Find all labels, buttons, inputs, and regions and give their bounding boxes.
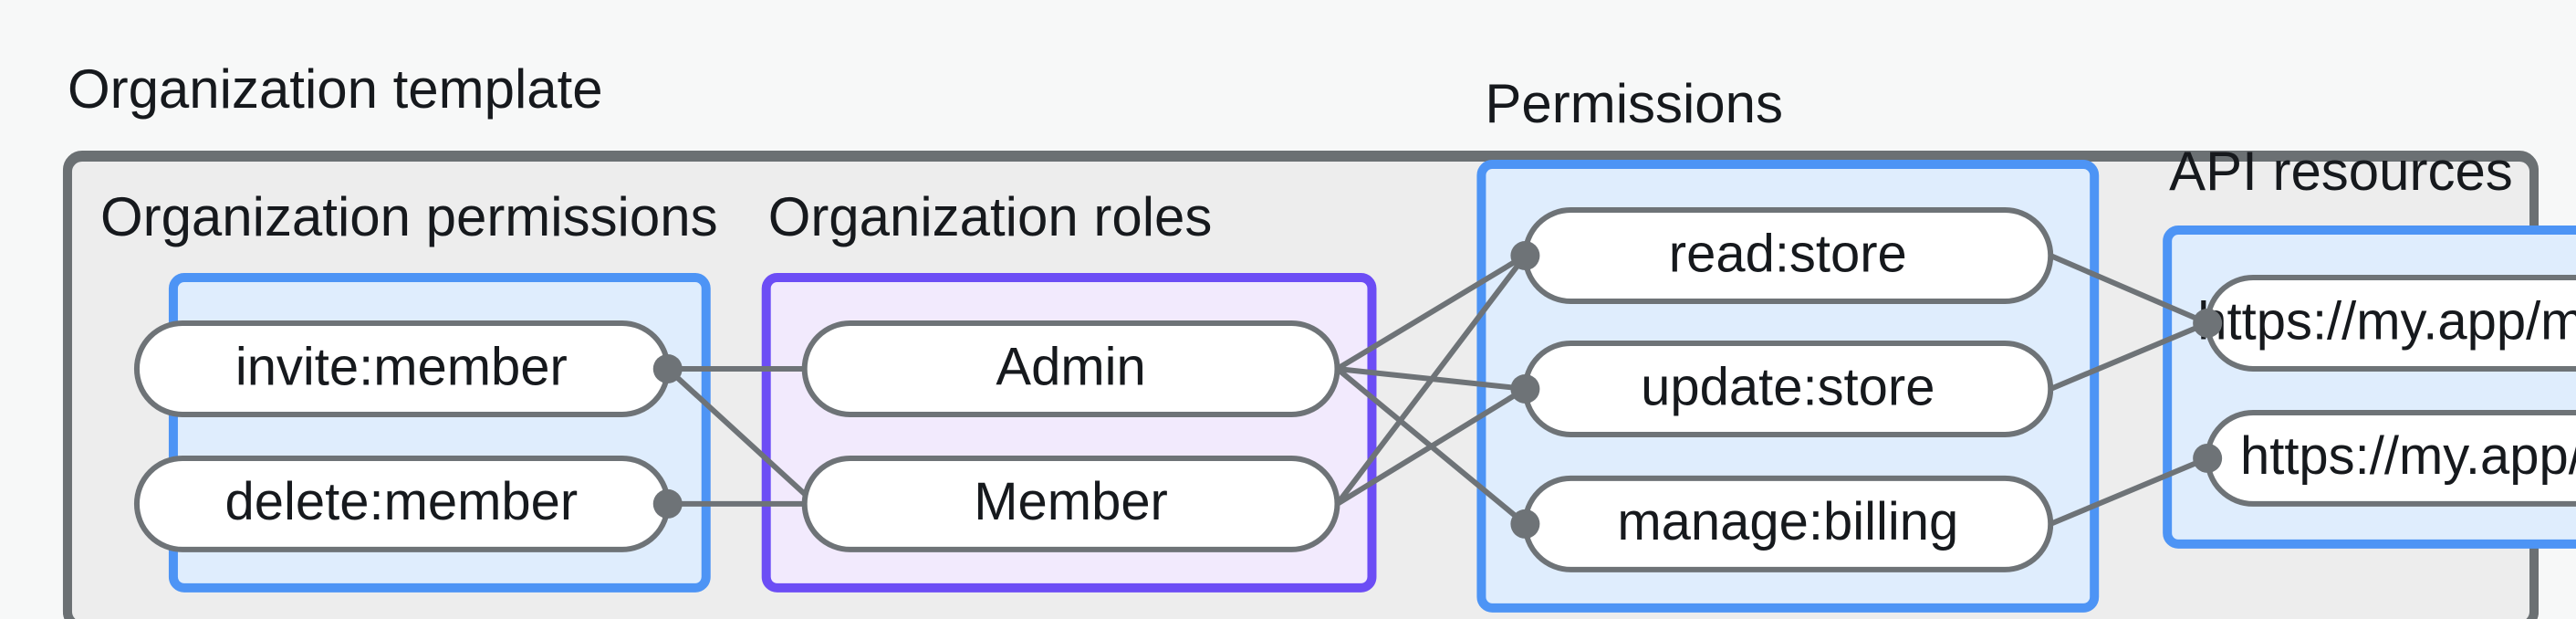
node-admin-shape[interactable] [801,320,1340,417]
node-delete-member-label: delete:member [225,473,579,531]
edge-layer [665,253,2209,527]
node-read-store[interactable]: read:store [1522,207,2054,305]
node-members-url[interactable]: https://my.app/members [2197,275,2576,372]
node-manage-billing[interactable]: manage:billing [1522,475,2054,572]
port-delete-member-out [652,488,683,519]
node-update-store[interactable]: update:store [1522,340,2054,437]
edge-member-to-read-store [1335,254,1528,506]
node-update-store-label: update:store [1641,358,1935,416]
port-billing-url-in [2193,443,2223,473]
subsection-title-organization-permissions: Organization permissions [100,186,718,247]
section-title-permissions: Permissions [1485,73,1783,134]
port-read-store-in [1510,241,1540,271]
node-members-url-label: https://my.app/members [2197,292,2576,351]
node-billing-url[interactable]: https://my.app/billing [2205,409,2576,507]
port-manage-billing-in [1510,509,1540,539]
edge-update-store-to-members-url [2049,320,2209,392]
node-member-label: Member [974,473,1168,531]
edge-manage-billing-to-billing-url [2049,456,2209,527]
port-update-store-in [1510,373,1540,404]
node-member[interactable]: Member [801,455,1340,552]
edge-admin-to-read-store [1335,253,1527,372]
node-admin-label: Admin [996,338,1145,396]
node-billing-url-label: https://my.app/billing [2240,427,2576,486]
node-invite-member-label: invite:member [235,338,568,396]
node-delete-member[interactable]: delete:member [133,455,671,552]
port-invite-member-out [652,353,683,383]
section-title-api-resources: API resources [2169,141,2513,202]
port-layer [652,241,2223,539]
node-invite-member[interactable]: invite:member [133,320,671,417]
edge-read-store-to-members-url [2049,253,2209,326]
subsection-title-organization-roles: Organization roles [768,186,1213,247]
edge-invite-member-to-member [665,366,818,507]
node-admin[interactable]: Admin [801,320,1340,417]
port-members-url-in [2193,309,2223,338]
edge-member-to-update-store [1335,386,1527,507]
page-title-organization-template: Organization template [68,58,603,120]
node-manage-billing-label: manage:billing [1617,493,1958,551]
node-read-store-label: read:store [1669,225,1907,283]
node-member-shape[interactable] [801,455,1340,552]
